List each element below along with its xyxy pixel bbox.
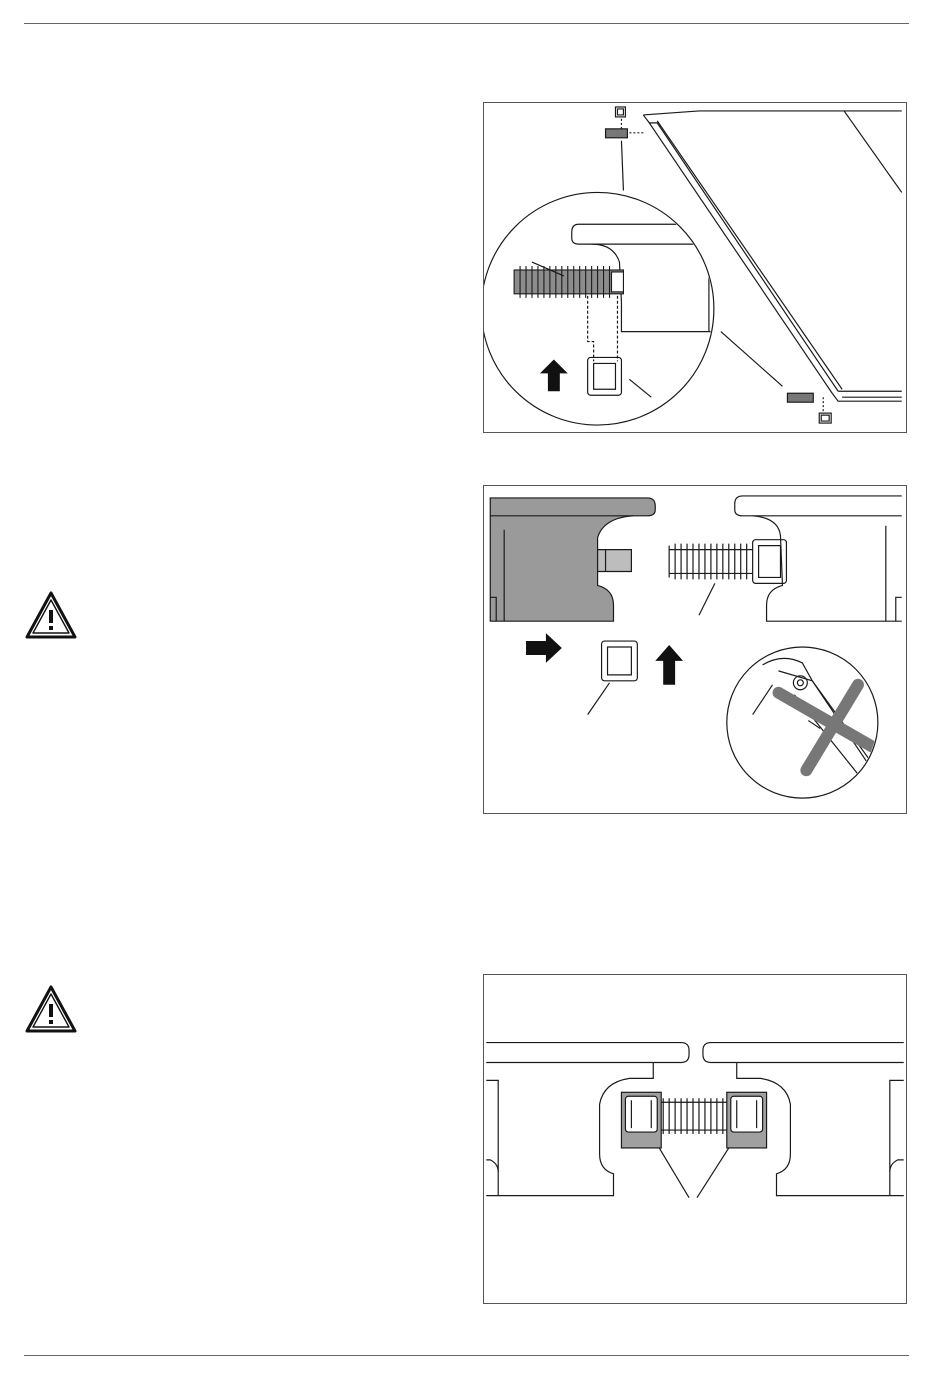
collector-hose-clip-icon — [484, 486, 906, 813]
header-rule — [24, 23, 909, 24]
figure-1 — [483, 102, 907, 433]
collector-joined-icon — [484, 975, 906, 1303]
figure-3 — [483, 974, 907, 1304]
collector-connection-exploded-icon — [484, 103, 906, 432]
footer-rule — [24, 1355, 909, 1356]
warning-triangle-icon — [24, 984, 78, 1034]
figure-2 — [483, 485, 907, 814]
warning-triangle-icon — [24, 590, 78, 640]
